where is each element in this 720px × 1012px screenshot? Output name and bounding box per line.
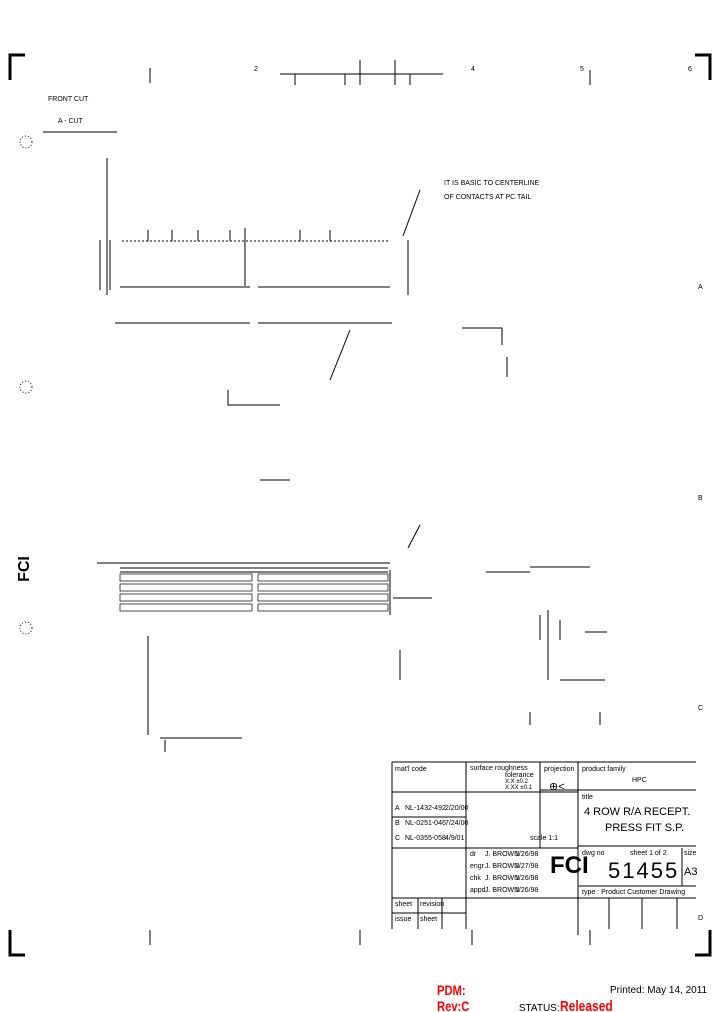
corner-mark [695,53,712,80]
approval-name: J. BROWN [485,851,520,858]
drawing-number: 51455 [608,858,680,883]
zone-row-label: C [698,705,704,712]
front-cut-ref: A - CUT [58,118,83,125]
front-cut-label: FRONT CUT [48,96,89,103]
zone-row-label: A [698,284,703,291]
rev-letter: B [395,820,400,827]
rev-letter: C [395,835,401,842]
tolerance-value: X.XX ±0.1 [505,785,532,791]
title-label: title [582,794,593,801]
projection-symbol-icon: ⊕< [549,781,565,793]
approval-role: chk [470,875,481,882]
corner-mark [8,930,25,957]
approval-date: 2/27/98 [515,863,539,870]
approval-role: dr [470,851,477,858]
title-line-2: PRESS FIT S.P. [605,822,685,834]
approval-date: 1/26/98 [515,875,539,882]
note-line-1: IT IS BASIC TO CENTERLINE [444,180,540,187]
rev-date: 4/9/01 [445,835,465,842]
approval-name: J. BROWN [485,863,520,870]
surface-roughness-label: surface roughness [470,765,528,772]
zone-col-label: 5 [580,66,584,73]
tolerance-value: X.X ±0.2 [505,779,528,785]
sheet-count: sheet 1 of 2 [630,850,667,857]
projection-label: projection [544,766,575,773]
printed-date: Printed: May 14, 2011 [610,985,708,996]
corner-mark [8,53,25,80]
fci-side-logo: FCI [15,556,33,582]
rev-ecn: NL-0251-046 [405,820,446,827]
title-line-1: 4 ROW R/A RECEPT. [584,806,691,818]
note-line-2: OF CONTACTS AT PC TAIL [444,194,532,201]
dwg-no-label: dwg no [582,850,605,857]
rev-date: 2/20/00 [445,805,469,812]
fci-logo: FCI [550,852,589,879]
size-label: size [684,850,697,857]
drawing-type: type : Product Customer Drawing [582,889,686,896]
product-family: HPC [632,777,647,784]
approval-name: J. BROWN [485,887,520,894]
zone-row-label: D [698,915,704,922]
rev-ecn: NL-1432-492 [405,805,446,812]
issue-row-label: issue [395,916,412,923]
sheet-row-label: revision [420,901,445,908]
zone-row-label: B [698,495,703,502]
status-label: STATUS: [518,1003,560,1012]
zone-col-label: 6 [688,66,692,73]
matl-code-label: mat'l code [395,766,427,773]
sheet-row-label: sheet [395,901,413,908]
approval-date: 1/26/98 [515,851,539,858]
zone-col-label: 4 [471,66,475,73]
rev-letter: A [395,805,400,812]
sheet-size: A3 [684,866,698,878]
scale-label: scale 1:1 [530,835,559,842]
approval-date: 1/26/98 [515,887,539,894]
approval-role: appd [470,887,486,894]
rev-ecn: NL-0355-058 [405,835,446,842]
rev-date: 7/24/00 [445,820,469,827]
issue-row-label: sheet [420,916,438,923]
pdm-revision: PDM: Rev:C [437,982,470,1012]
status-line: PDM: Rev:C STATUS:Released Printed: May … [437,982,707,1012]
product-family-label: product family [582,766,626,773]
tolerance-label: tolerance [505,772,534,779]
approval-name: J. BROWN [485,875,520,882]
title-block-grid [391,761,696,935]
status-value: Released [559,998,613,1012]
zone-col-label: 2 [254,66,258,73]
approval-role: engr [470,863,485,870]
corner-mark [695,930,712,957]
